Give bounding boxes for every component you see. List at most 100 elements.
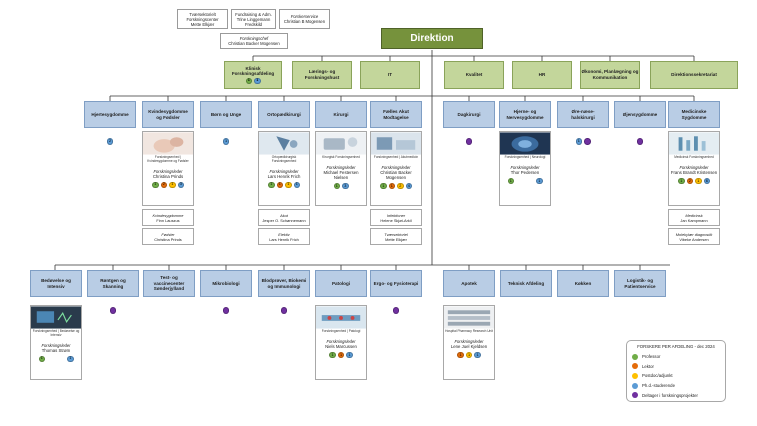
postdoc-count-dot: 2 bbox=[397, 182, 404, 190]
dept-ergo-fysio[interactable]: Ergo- og Fysioterapi bbox=[370, 270, 422, 297]
unit-oekonomi[interactable]: Økonomi, Planlægning og Kommunikation bbox=[580, 61, 640, 89]
legend-swatch bbox=[632, 353, 638, 360]
card-lead-label: Forskningsleder bbox=[326, 338, 356, 344]
legend-swatch bbox=[632, 372, 638, 379]
professor-count-dot: 1 bbox=[245, 77, 252, 85]
lektor-count-dot: 1 bbox=[276, 181, 283, 189]
deltager-count-dot bbox=[222, 307, 230, 314]
dept-faelles-akut[interactable]: Fælles Akut Modtagelse bbox=[370, 101, 422, 128]
dept-blodproever[interactable]: Blodprøver, Biokemi og Immunologi bbox=[258, 270, 310, 297]
deltager-count-dot bbox=[584, 138, 591, 145]
phd-count-dot: 3 bbox=[342, 182, 349, 190]
dept-ortopaedkirurgi[interactable]: Ortopædkirurgi bbox=[258, 101, 310, 128]
unit-label: Lærings- og Forskningshust bbox=[304, 69, 340, 80]
dept-kvindesygdomme[interactable]: Kvindesygdomme og Fødsler bbox=[142, 101, 194, 128]
subunit-title: Elektiv bbox=[278, 231, 290, 237]
phd-count-dot: 3 bbox=[177, 181, 184, 189]
phd-count-dot: 6 bbox=[703, 177, 710, 185]
legend-label: Postdoc/adjunkt bbox=[642, 373, 673, 379]
dept-test-vaccinecenter[interactable]: Test- og vaccinecenter Sønderjylland bbox=[143, 270, 195, 297]
photo-placeholder bbox=[316, 132, 366, 155]
subunit-box[interactable]: Kvindesygdomme Finn Lauszus bbox=[142, 209, 194, 226]
dept-bedoevelse-intensiv[interactable]: Bedøvelse og Intensiv bbox=[30, 270, 82, 297]
dept-apotek[interactable]: Apotek bbox=[443, 270, 495, 297]
unit-kvalitet[interactable]: Kvalitet bbox=[444, 61, 504, 89]
unit-it[interactable]: IT bbox=[360, 61, 420, 89]
research-card-bedoevelse[interactable]: Forskningsenhed | Bedøvelse og Intensiv … bbox=[30, 305, 82, 380]
dept-boern-unge[interactable]: Børn og Unge bbox=[200, 101, 252, 128]
dept-medicinske[interactable]: Medicinske Sygdomme bbox=[668, 101, 720, 128]
subunit-box[interactable]: Fødsler Christina Prinds bbox=[142, 228, 194, 245]
legend-label: Ph.d.-studerende bbox=[642, 383, 675, 389]
unit-label: IT bbox=[387, 72, 393, 78]
unit-label: Direktionssekretariat bbox=[671, 72, 717, 78]
subunit-name: Christina Prinds bbox=[154, 236, 182, 242]
research-dots bbox=[443, 138, 495, 145]
phd-count-dot: 4 bbox=[405, 182, 412, 190]
unit-laerings-forskningshus[interactable]: Lærings- og Forskningshust bbox=[292, 61, 352, 89]
unit-hr[interactable]: HR bbox=[512, 61, 572, 89]
dept-hjerne-nerve[interactable]: Hjerne- og Nervesygdomme bbox=[499, 101, 551, 128]
subunit-box[interactable]: Medicinsk Jan Kampmann bbox=[668, 209, 720, 226]
research-dots: 1 bbox=[557, 138, 609, 145]
research-dots bbox=[370, 307, 422, 314]
legend-item: Professor bbox=[632, 352, 720, 362]
research-card-faelles-akut[interactable]: Forskningsenhed | Akutmedicin Forsknings… bbox=[370, 131, 422, 206]
subunit-box[interactable]: Tværsektoriel Mette Elkjær bbox=[370, 228, 422, 245]
legend-swatch bbox=[632, 382, 638, 389]
card-caption: Hospital Pharmacy Research Unit bbox=[445, 329, 493, 333]
card-lead-name: Lene Juel Kjeldsen bbox=[450, 343, 488, 349]
dept-hjertesygdomme[interactable]: Hjertesygdomme bbox=[84, 101, 136, 128]
card-caption: Medicinsk Forskningsenhed bbox=[674, 155, 714, 159]
legend-item: Ph.d.-studerende bbox=[632, 381, 720, 391]
card-caption: Forskningsenhed | Kvindesygdomme og Føds… bbox=[147, 155, 189, 163]
phd-count-dot: 1 bbox=[536, 177, 543, 185]
card-lead-name: Thor Pedersen bbox=[510, 169, 540, 175]
dept-roentgen[interactable]: Røntgen og Skanning bbox=[87, 270, 139, 297]
dept-dagkirurgi[interactable]: Dagkirurgi bbox=[443, 101, 495, 128]
phd-count-dot: 1 bbox=[254, 77, 261, 85]
research-card-kvindesygdomme[interactable]: Forskningsenhed | Kvindesygdomme og Føds… bbox=[142, 131, 194, 206]
research-dots bbox=[87, 307, 139, 314]
subunit-name: Finn Lauszus bbox=[156, 217, 180, 223]
postdoc-count-dot: 1 bbox=[285, 181, 292, 189]
dept-kirurgi[interactable]: Kirurgi bbox=[315, 101, 367, 128]
professor-count-dot: 1 bbox=[38, 355, 45, 363]
research-card-patologi[interactable]: Forskningsenhed | Patologi Forskningsled… bbox=[315, 305, 367, 380]
subunit-box[interactable]: Akut Jesper O. Schønnemann bbox=[258, 209, 310, 226]
unit-label: Økonomi, Planlægning og Kommunikation bbox=[581, 69, 639, 80]
dept-patologi[interactable]: Patologi bbox=[315, 270, 367, 297]
subunit-box[interactable]: Infektioner Helene Skjøt-Arkil bbox=[370, 209, 422, 226]
subunit-name: Vibeke Andersen bbox=[679, 236, 709, 242]
phd-count-dot: 1 bbox=[67, 355, 74, 363]
research-card-hjerne-nerve[interactable]: Forskningsenhed | Neurologi Forskningsle… bbox=[499, 131, 551, 206]
dept-logistik[interactable]: Logistik- og Patientservice bbox=[614, 270, 666, 297]
subunit-title: Akut bbox=[280, 212, 288, 218]
research-dots bbox=[258, 307, 310, 314]
phd-count-dot: 1 bbox=[575, 138, 582, 145]
legend-label: Professor bbox=[642, 354, 661, 360]
dept-oejensygdomme[interactable]: Øjensygdomme bbox=[614, 101, 666, 128]
dept-mikrobiologi[interactable]: Mikrobiologi bbox=[200, 270, 252, 297]
photo-placeholder bbox=[31, 306, 81, 329]
direktion-box[interactable]: Direktion bbox=[381, 28, 483, 49]
research-chief-name: Christian Backer Mogensen bbox=[228, 41, 280, 47]
card-lead-name: Frans Brandt Kristensen bbox=[670, 169, 718, 175]
dept-teknisk[interactable]: Teknisk Afdeling bbox=[500, 270, 552, 297]
research-card-kirurgi[interactable]: Kirurgisk Forskningsenhed Forskningslede… bbox=[315, 131, 367, 206]
subunit-name: Lars Henrik Frich bbox=[269, 236, 299, 242]
unit-direktionssekretariat[interactable]: Direktionssekretariat bbox=[650, 61, 738, 89]
subunit-box[interactable]: Elektiv Lars Henrik Frich bbox=[258, 228, 310, 245]
research-card-apotek[interactable]: Hospital Pharmacy Research Unit Forsknin… bbox=[443, 305, 495, 380]
deltager-count-dot bbox=[392, 307, 400, 314]
research-card-ortopaedkirurgi[interactable]: Ortopædkirurgisk Forskningsenhed Forskni… bbox=[258, 131, 310, 206]
subunit-box[interactable]: Molekylær diagnostik Vibeke Andersen bbox=[668, 228, 720, 245]
research-card-medicinske[interactable]: Medicinsk Forskningsenhed Forskningslede… bbox=[668, 131, 720, 206]
dept-koekken[interactable]: Køkken bbox=[557, 270, 609, 297]
dept-oere-naese-hals[interactable]: Øre-næse-halskirurgi bbox=[557, 101, 609, 128]
lektor-count-dot: 1 bbox=[337, 351, 345, 359]
